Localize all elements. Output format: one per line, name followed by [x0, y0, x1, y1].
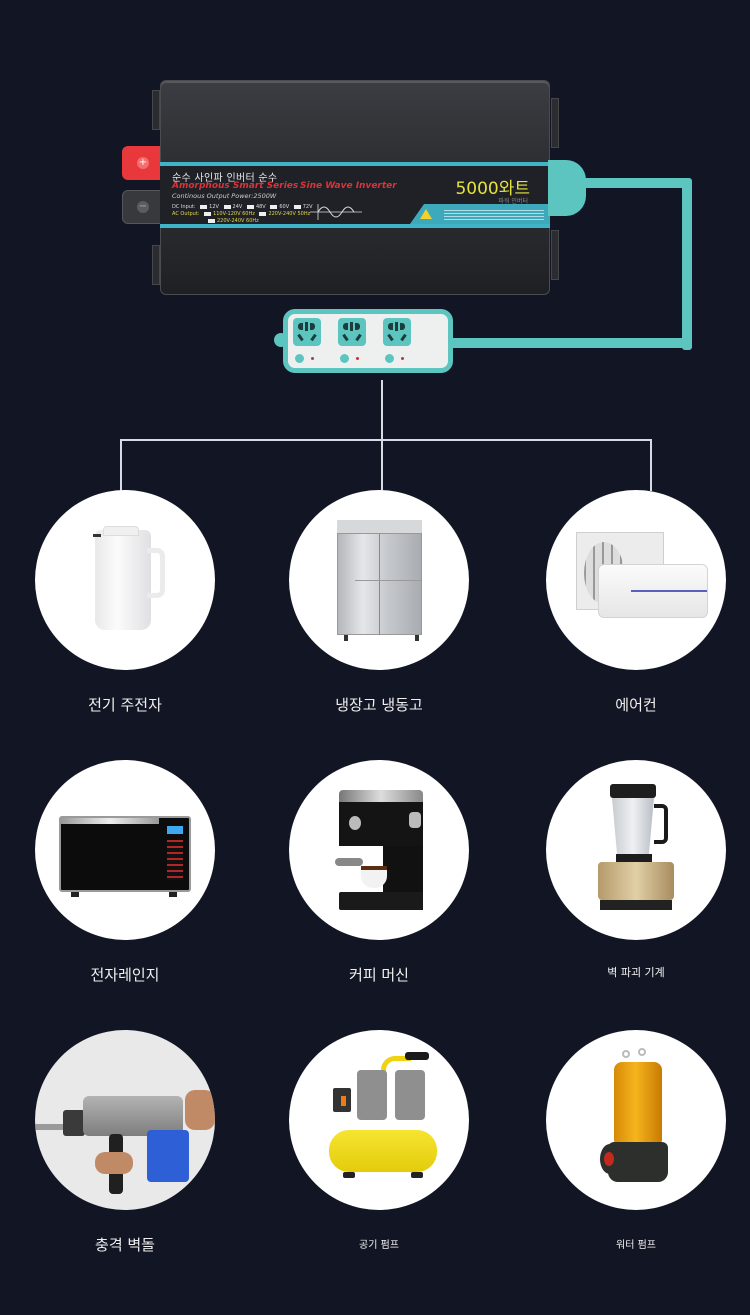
led-red-indicator — [311, 357, 314, 360]
appliance-label: 에어컨 — [615, 696, 657, 714]
warning-icon — [420, 209, 432, 219]
cable-segment — [682, 178, 692, 350]
dc-option: 72V — [302, 204, 313, 210]
water-pump-icon — [546, 1030, 726, 1210]
appliance-label: 충격 벽돌 — [95, 1236, 155, 1254]
led-indicator — [340, 354, 349, 363]
coffee-machine-icon — [289, 760, 469, 940]
socket — [293, 318, 323, 363]
connector-line — [650, 439, 652, 491]
heatsink-fin — [152, 90, 160, 130]
label-continuous-power: Continous Output Power:2500W — [172, 192, 277, 200]
refrigerator-icon — [289, 490, 469, 670]
led-indicator — [385, 354, 394, 363]
ac-option: 220V-240V 60Hz — [217, 218, 259, 224]
ac-option: 110V-120V 60Hz — [213, 211, 255, 217]
air-compressor-icon — [289, 1030, 469, 1210]
impact-drill-icon — [35, 1030, 215, 1210]
heatsink-fin — [551, 230, 559, 280]
inverter-label: 순수 사인파 인버터 순수 Amorphous Smart Series Sin… — [160, 162, 550, 228]
sine-wave-icon — [310, 204, 362, 220]
appliance-item: 벽 파괴 기계 — [546, 760, 726, 979]
dc-input-label: DC Input: — [172, 204, 196, 210]
dc-option: 60V — [279, 204, 290, 210]
heatsink-fin — [152, 245, 160, 285]
appliance-item: 충격 벽돌 — [35, 1030, 215, 1254]
appliance-label: 워터 펌프 — [616, 1240, 656, 1251]
appliance-item: 에어컨 — [546, 490, 726, 714]
connector-line — [120, 439, 122, 491]
wattage-label: 5000와트 — [455, 179, 530, 199]
ac-output-row-2: 220V-240V 60Hz — [205, 218, 259, 224]
power-strip — [283, 309, 453, 373]
dc-option: 24V — [232, 204, 243, 210]
socket — [383, 318, 413, 363]
plug-connector — [548, 160, 586, 216]
appliance-item: 공기 펌프 — [289, 1030, 469, 1251]
appliance-item: 전자레인지 — [35, 760, 215, 984]
appliance-label: 커피 머신 — [349, 966, 409, 984]
ac-output-row: AC Output: 110V-120V 60Hz 220V-240V 50Hz — [172, 211, 310, 217]
warning-text-lines — [444, 208, 544, 220]
dc-option: 12V — [209, 204, 219, 210]
positive-terminal: + — [122, 146, 164, 180]
heatsink-fin — [551, 98, 559, 148]
socket-outlet-icon — [293, 318, 321, 346]
appliance-item: 냉장고 냉동고 — [289, 490, 469, 714]
label-title: 순수 사인파 인버터 순수 — [172, 173, 278, 184]
appliance-item: 전기 주전자 — [35, 490, 215, 714]
appliance-label: 벽 파괴 기계 — [607, 966, 665, 979]
cable-segment — [584, 178, 688, 188]
appliance-item: 워터 펌프 — [546, 1030, 726, 1251]
cable-segment — [450, 338, 692, 348]
connector-line — [381, 380, 383, 490]
socket-outlet-icon — [383, 318, 411, 346]
microwave-icon — [35, 760, 215, 940]
label-sine: Sine Wave Inverter — [300, 181, 397, 191]
appliance-label: 전기 주전자 — [88, 696, 162, 714]
dc-option: 48V — [255, 204, 266, 210]
ac-option: 220V-240V 50Hz — [268, 211, 311, 217]
minus-icon: − — [137, 201, 149, 213]
plus-icon: + — [137, 157, 149, 169]
appliance-label: 냉장고 냉동고 — [335, 696, 423, 714]
label-series: Amorphous Smart Series — [172, 181, 299, 191]
appliance-label: 공기 펌프 — [359, 1240, 399, 1251]
inverter-image: + − 순수 사인파 인버터 순수 Amorphous Smart Series… — [122, 80, 559, 295]
inverter-sub-label: 파워 인버터 — [498, 198, 528, 205]
ac-output-label: AC Output: — [172, 211, 200, 217]
dc-input-row: DC Input: 12V 24V 48V 60V 72V — [172, 204, 313, 210]
socket-outlet-icon — [338, 318, 366, 346]
socket — [338, 318, 368, 363]
connector-line — [120, 439, 652, 441]
blender-icon — [546, 760, 726, 940]
kettle-icon — [35, 490, 215, 670]
appliance-label: 전자레인지 — [90, 966, 160, 984]
air-conditioner-icon — [546, 490, 726, 670]
led-red-indicator — [356, 357, 359, 360]
negative-terminal: − — [122, 190, 164, 224]
led-red-indicator — [401, 357, 404, 360]
led-indicator — [295, 354, 304, 363]
appliance-item: 커피 머신 — [289, 760, 469, 984]
